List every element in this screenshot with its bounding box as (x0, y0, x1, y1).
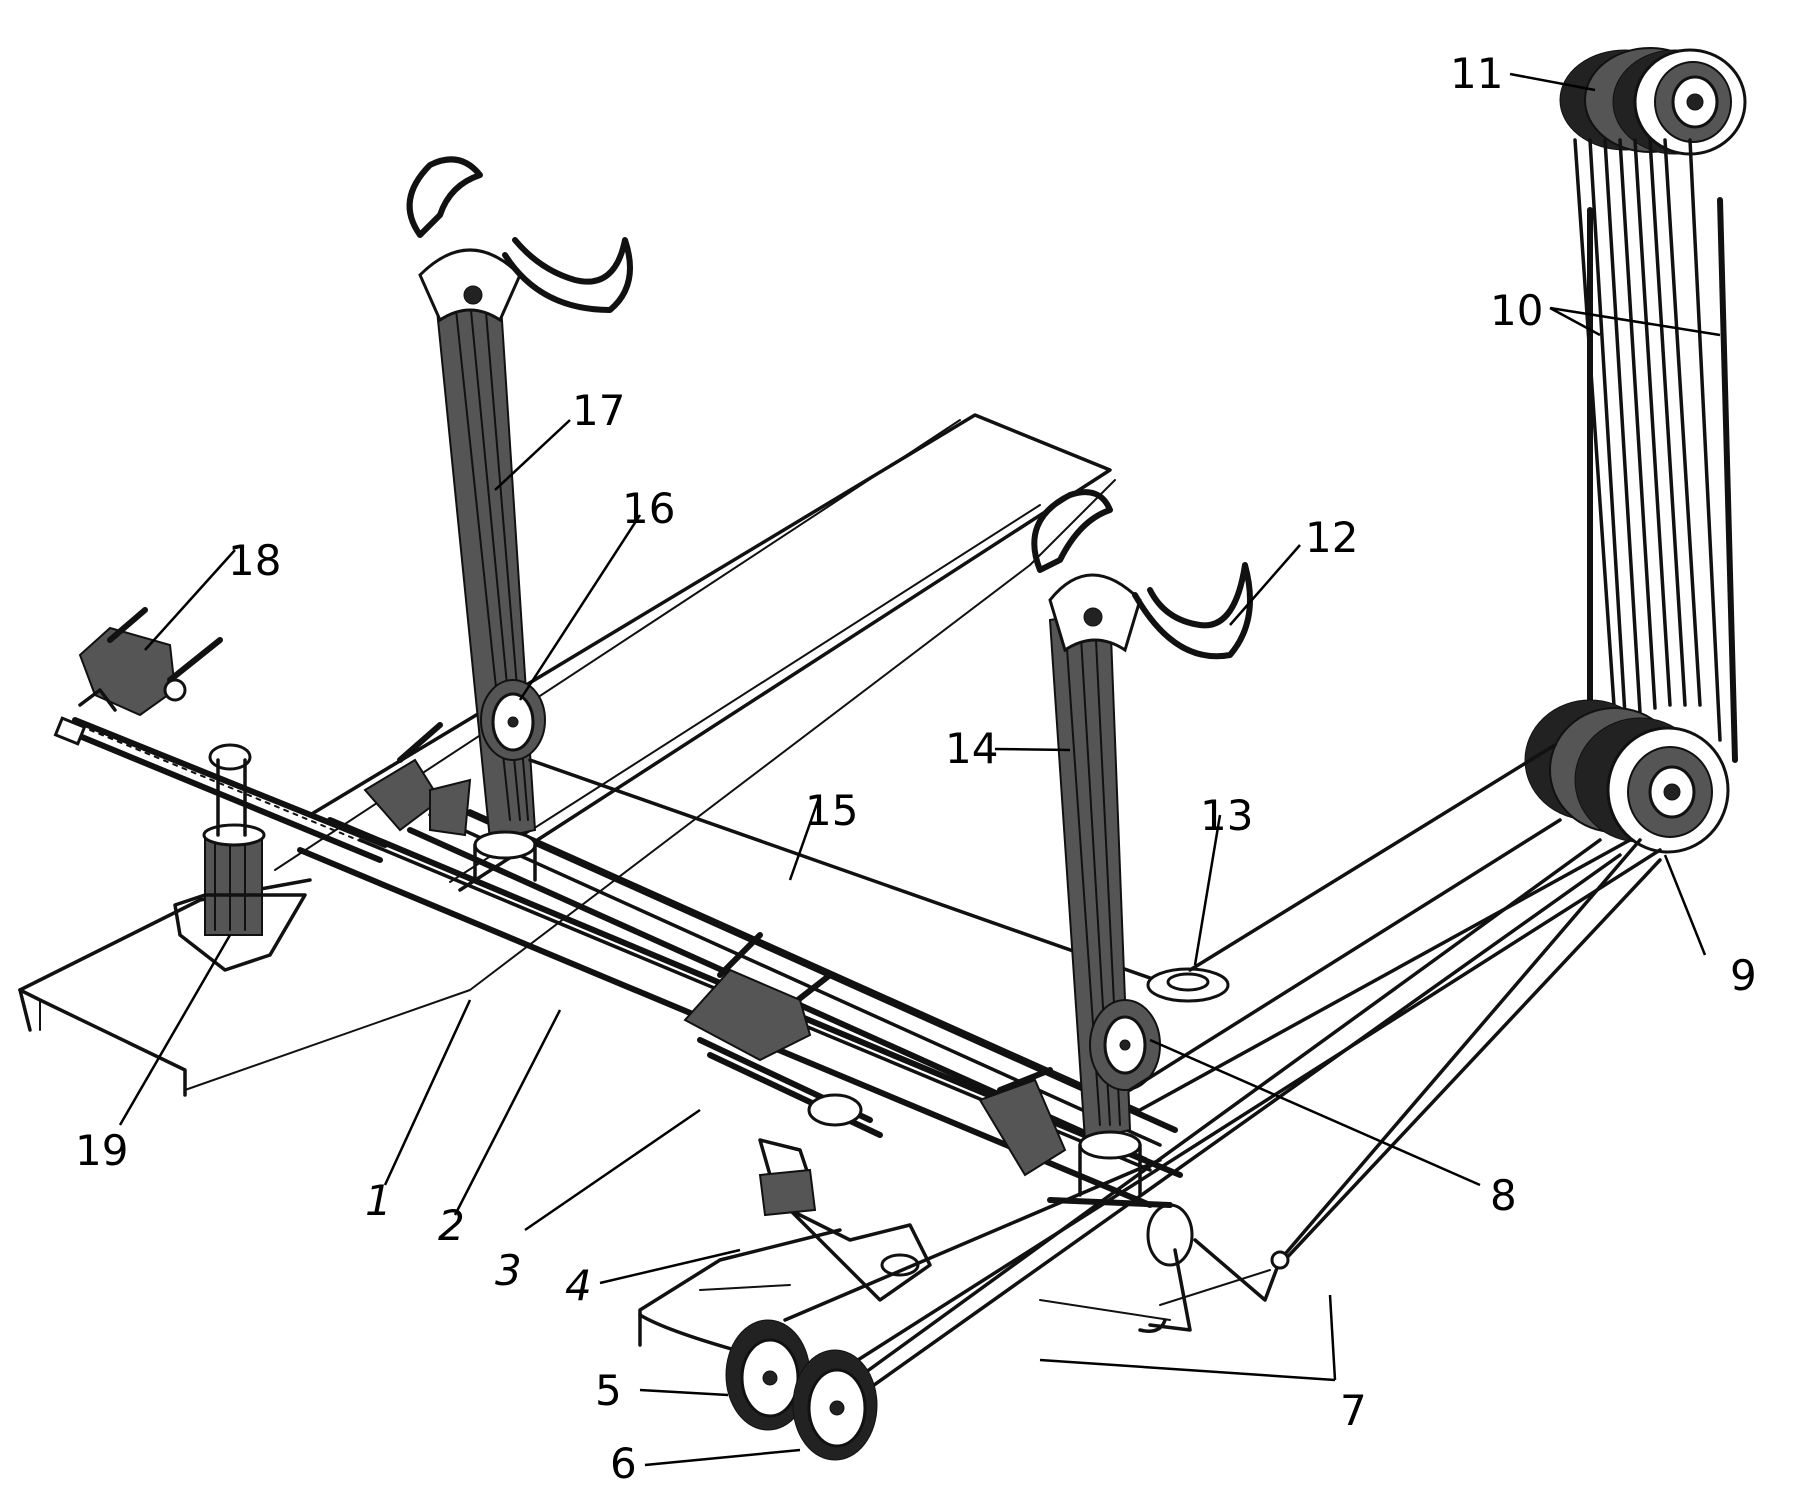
label-2: 2 (438, 1201, 465, 1250)
label-15: 15 (805, 786, 858, 835)
belts-7 (848, 743, 1662, 1397)
pulley-13 (1146, 967, 1230, 1003)
pole-17 (406, 156, 633, 882)
label-1: 1 (365, 1176, 392, 1225)
label-19: 19 (75, 1126, 128, 1175)
cable-15 (528, 758, 1172, 987)
base-plate-bottom (638, 1228, 842, 1352)
rack-bar (53, 716, 388, 863)
label-13: 13 (1200, 791, 1253, 840)
pulleys-5-6 (725, 1158, 1162, 1461)
pole-14 (1031, 489, 1253, 1197)
label-12: 12 (1305, 513, 1358, 562)
belts-10 (1573, 138, 1738, 763)
label-16: 16 (622, 484, 675, 533)
pulley-stack-9 (1524, 699, 1730, 854)
jack-support (173, 743, 307, 972)
tension-arm (1138, 1238, 1290, 1333)
label-4: 4 (565, 1261, 592, 1310)
label-18: 18 (228, 536, 281, 585)
label-3: 3 (495, 1246, 522, 1295)
pulley-stack-11 (1559, 47, 1747, 156)
label-7: 7 (1340, 1386, 1367, 1435)
label-14: 14 (945, 724, 998, 773)
label-11: 11 (1450, 49, 1503, 98)
label-5: 5 (595, 1366, 622, 1415)
label-8: 8 (1490, 1171, 1517, 1220)
pulley-8 (1089, 999, 1161, 1091)
clamp-assembly (78, 607, 223, 717)
brake-lever (363, 722, 1067, 1302)
label-17: 17 (572, 386, 625, 435)
label-10: 10 (1490, 286, 1543, 335)
label-9: 9 (1730, 951, 1757, 1000)
pulley-16 (480, 679, 546, 761)
leader-lines (118, 72, 1721, 1467)
base-plate-left (18, 878, 312, 1097)
label-6: 6 (610, 1439, 637, 1485)
part-labels: 1 2 3 4 5 6 7 8 9 10 11 12 13 14 15 16 1… (75, 49, 1757, 1485)
